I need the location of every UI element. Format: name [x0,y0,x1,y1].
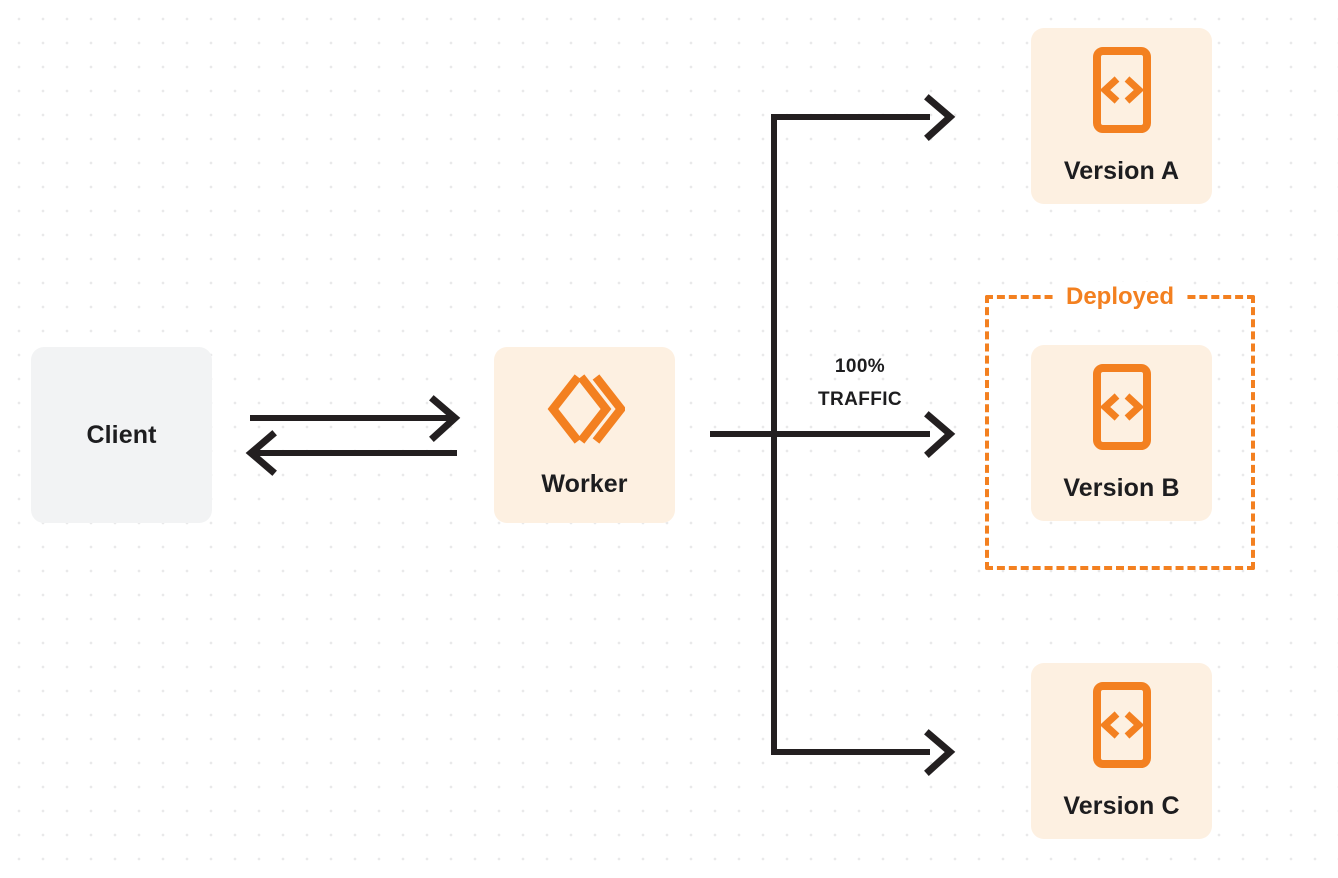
code-brackets-icon [1092,46,1152,139]
node-worker[interactable]: Worker [494,347,675,523]
node-version-b-label: Version B [1063,474,1180,502]
arrow-client-to-worker [250,395,461,442]
node-version-c-label: Version C [1063,792,1180,820]
deployed-group: Deployed [985,282,1255,570]
node-version-b[interactable]: Version B [1031,345,1212,521]
node-client[interactable]: Client [31,347,212,523]
code-brackets-icon [1092,363,1152,456]
arrow-to-version-c [771,729,956,776]
traffic-percent: 100% [834,356,886,377]
deployed-group-label: Deployed [1055,282,1185,312]
arrow-to-version-b [924,411,956,458]
node-worker-label: Worker [541,470,628,498]
arrow-worker-trunk [710,117,930,752]
arrow-to-version-a [771,94,956,141]
traffic-word: TRAFFIC [817,389,903,410]
cloudflare-workers-logo-icon [545,371,626,452]
node-client-label: Client [86,420,157,449]
node-version-c[interactable]: Version C [1031,663,1212,839]
node-version-a[interactable]: Version A [1031,28,1212,204]
code-brackets-icon [1092,681,1152,774]
node-version-a-label: Version A [1063,157,1180,185]
arrow-worker-to-client [245,430,457,476]
traffic-label: 100% TRAFFIC [790,350,930,416]
